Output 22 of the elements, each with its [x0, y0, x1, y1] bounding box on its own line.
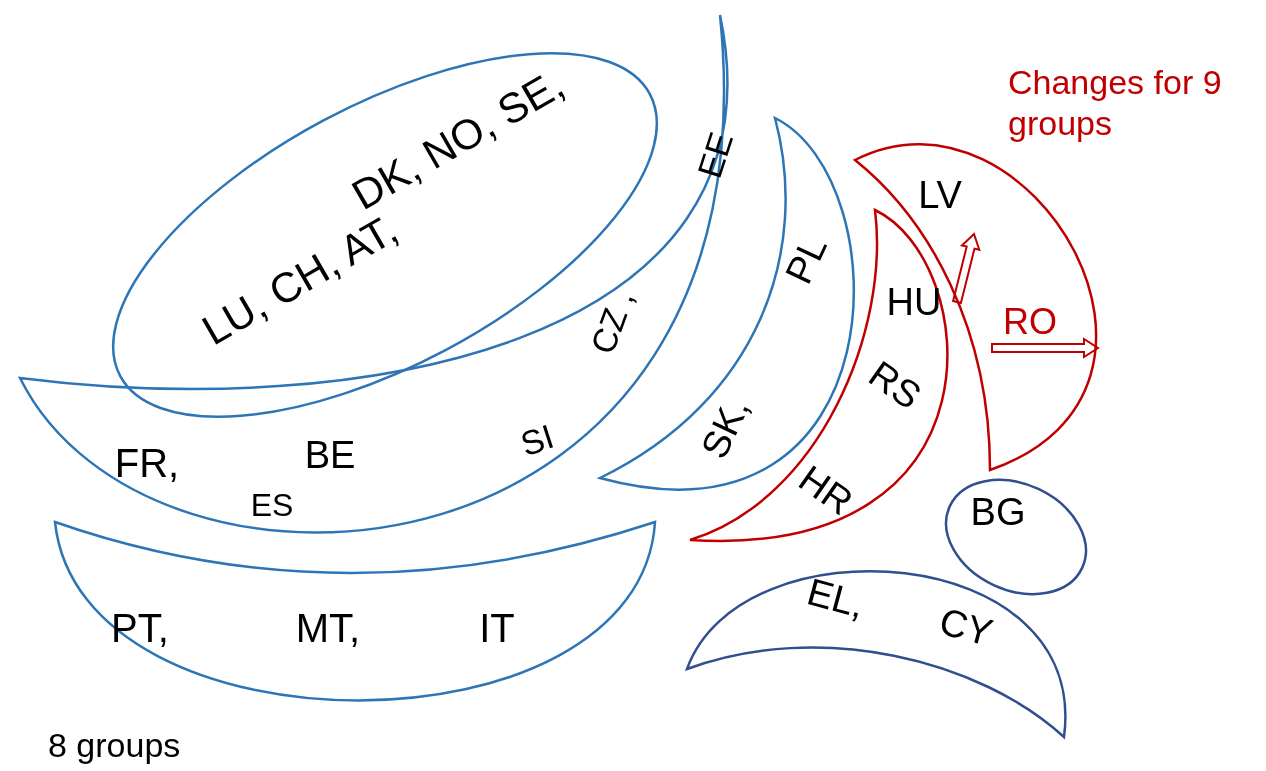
country-code-label: HR [792, 458, 860, 522]
country-code-label: PL [778, 230, 834, 290]
country-code-label: DK, NO, SE, [345, 62, 571, 218]
country-code-label: HU [886, 283, 942, 321]
country-code-label: LV [918, 176, 962, 214]
country-code-label: EE [691, 128, 739, 182]
note-text: Changes for 9 groups [1008, 62, 1223, 144]
country-code-label: SI [516, 418, 558, 462]
country-code-label: RO [1003, 304, 1057, 340]
country-code-label: ES [250, 489, 294, 521]
country-code-label: CY [935, 601, 997, 653]
country-code-label: EL, [803, 572, 869, 624]
country-code-label: PT, [111, 608, 169, 648]
note-text: 8 groups [48, 725, 181, 766]
country-code-label: BE [304, 436, 356, 474]
country-code-label: FR, [114, 443, 180, 483]
country-code-label: SK, [694, 392, 756, 464]
country-code-label: MT, [295, 608, 361, 648]
country-code-label: RS [862, 354, 928, 416]
country-code-label: IT [479, 608, 515, 648]
country-code-label: BG [970, 493, 1026, 531]
country-code-label: CZ , [585, 286, 639, 358]
